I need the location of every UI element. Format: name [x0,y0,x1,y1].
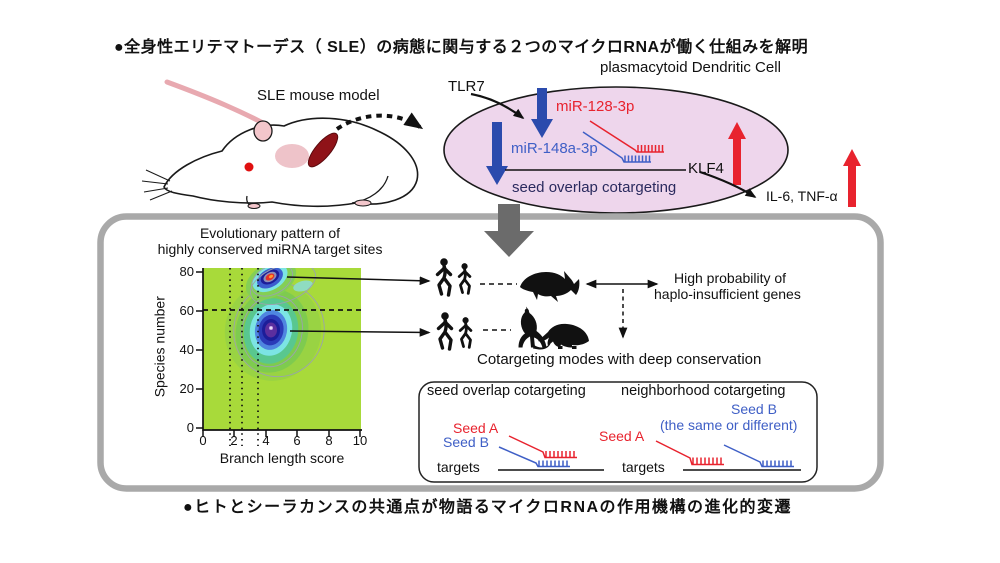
plot-xlabel: Branch length score [219,450,345,466]
ytick-20: 20 [179,381,194,396]
modes-left-title: seed overlap cotargeting [427,383,586,399]
xtick-6: 6 [293,433,301,448]
right-seed-a-pairing [655,440,724,466]
peak2-pointer-line [289,327,431,337]
left-seed-b-label: Seed B [443,434,489,450]
seed-overlap-label: seed overlap cotargeting [512,179,677,196]
xtick-4: 4 [262,433,270,448]
mouse-front-foot [247,203,261,209]
right-seed-b-label-line1: Seed B [731,401,777,417]
high-probability-line2: haplo-insufficient genes [654,286,801,302]
mouse-ear [253,120,273,142]
xtick-8: 8 [325,433,333,448]
right-seed-b-pairing [723,444,794,468]
xtick-2: 2 [230,433,238,448]
left-targets-label: targets [437,459,480,475]
blue-down-arrow-mir128 [531,88,553,138]
blue-down-arrow-mir148 [486,122,508,185]
mouse-spleen [307,132,339,168]
plot-ylabel: Species number [151,296,168,398]
pdc-cell-ellipse [443,86,789,214]
plot-ticks [196,271,361,437]
echidna-icon [538,323,589,349]
right-targets-label: targets [622,459,665,475]
plot-title-line1: Evolutionary pattern of [199,225,341,241]
tlr7-label: TLR7 [448,78,485,95]
ytick-60: 60 [179,303,194,318]
kangaroo-icon [518,306,551,350]
cell-to-cytokines-arrow [699,170,757,198]
right-seed-a-label: Seed A [599,428,645,444]
right-seed-b-label-line2: (the same or different) [660,417,798,433]
red-up-arrow-klf4 [728,122,746,185]
tlr7-arrow [470,92,525,119]
mir128-label: miR-128-3p [556,98,635,115]
xtick-10: 10 [352,433,368,448]
cytokines-label: IL-6, TNF-α [766,188,838,204]
high-probability-line1: High probability of [674,270,787,286]
mouse-rear-foot [354,199,372,207]
dotted-vlines [229,268,259,446]
ytick-40: 40 [179,342,194,357]
gray-down-arrow [484,204,534,257]
modes-right-title: neighborhood cotargeting [621,383,786,399]
human-silhouettes-row1 [438,258,470,295]
mouse-belly-patch [275,144,309,168]
ytick-80: 80 [179,264,194,279]
human-silhouettes-row2 [439,312,471,349]
mouse-whiskers [141,169,173,201]
cotargeting-modes-box [418,381,818,483]
mir148-seed-pairing [582,131,651,163]
red-up-arrow-cytokines [843,149,861,207]
plot-title-line2: highly conserved miRNA target sites [157,241,383,257]
mouse-label: SLE mouse model [257,87,380,104]
top-title: ●全身性エリテマトーデス（ SLE）の病態に関与する２つのマイクロRNAが働く仕… [114,39,809,56]
lower-panel-box [97,213,884,492]
mir148-label: miR-148a-3p [511,140,598,157]
sle-mouse-illustration [141,79,419,209]
left-seed-a-label: Seed A [453,420,499,436]
density-plot [196,268,362,446]
mouse-to-cell-arrow [335,112,424,131]
klf4-label: KLF4 [688,160,724,177]
coelacanth-icon [520,271,580,302]
xtick-0: 0 [199,433,207,448]
left-seed-a-pairing [508,435,577,459]
deep-conservation-label: Cotargeting modes with deep conservation [477,351,762,368]
mouse-eye [244,162,254,172]
ytick-0: 0 [186,420,194,435]
mir128-seed-pairing [589,120,664,153]
pdc-label: plasmacytoid Dendritic Cell [600,59,781,76]
bottom-title: ●ヒトとシーラカンスの共通点が物語るマイクロRNAの作用機構の進化的変遷 [183,499,793,516]
left-seed-b-pairing [498,446,570,468]
peak1-pointer-line [286,276,431,286]
